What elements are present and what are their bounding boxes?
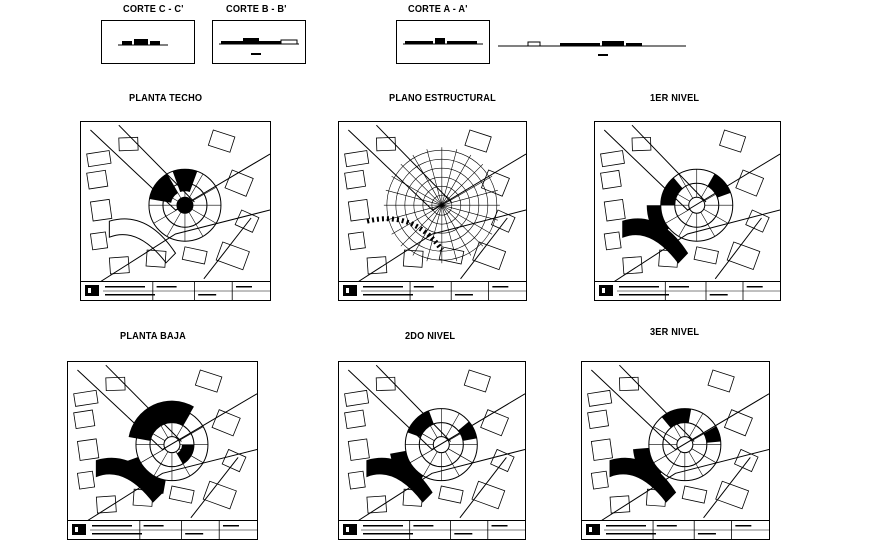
section-a-extended-linework xyxy=(498,41,686,56)
plan-drawing-nivel3 xyxy=(587,364,769,521)
title-block xyxy=(68,520,257,539)
section-drawing-a xyxy=(396,20,490,64)
title-block-linework xyxy=(586,521,769,539)
plan-title-nivel3: 3ER NIVEL xyxy=(650,327,700,338)
plan-drawing-baja xyxy=(73,364,257,521)
plan-sheet-estructural xyxy=(338,121,527,301)
title-block-linework xyxy=(343,282,526,300)
plan-title-nivel1: 1ER NIVEL xyxy=(650,93,700,104)
plan-linework xyxy=(86,124,270,282)
title-block xyxy=(339,281,526,300)
title-block-linework xyxy=(599,282,780,300)
plan-drawing-nivel1 xyxy=(600,124,780,282)
plan-linework xyxy=(344,124,526,282)
title-block xyxy=(339,520,525,539)
plan-linework xyxy=(600,124,780,282)
plan-sheet-techo xyxy=(80,121,271,301)
plan-sheet-nivel2 xyxy=(338,361,526,540)
plan-drawing-nivel2 xyxy=(344,364,525,521)
section-drawing-c xyxy=(101,20,195,64)
plan-sheet-baja xyxy=(67,361,258,540)
plan-drawing-techo xyxy=(86,124,270,282)
plan-title-baja: PLANTA BAJA xyxy=(120,331,186,342)
section-b-linework xyxy=(219,38,299,55)
title-block-linework xyxy=(72,521,257,539)
plan-title-estructural: PLANO ESTRUCTURAL xyxy=(389,93,496,104)
section-drawing-b xyxy=(212,20,306,64)
section-title-b: CORTE B - B' xyxy=(226,4,287,15)
plan-sheet-nivel1 xyxy=(594,121,781,301)
plan-sheet-nivel3 xyxy=(581,361,770,540)
plan-drawing-estructural xyxy=(344,124,526,282)
plan-linework xyxy=(344,364,525,521)
title-block xyxy=(595,281,780,300)
plan-linework xyxy=(73,364,257,521)
title-block xyxy=(582,520,769,539)
section-a-linework xyxy=(403,38,483,45)
section-title-c: CORTE C - C' xyxy=(123,4,184,15)
title-block-linework xyxy=(85,282,270,300)
section-title-a: CORTE A - A' xyxy=(408,4,468,15)
plan-linework xyxy=(587,364,769,521)
title-block xyxy=(81,281,270,300)
plan-title-nivel2: 2DO NIVEL xyxy=(405,331,456,342)
title-block-linework xyxy=(343,521,525,539)
section-c-linework xyxy=(118,39,168,46)
plan-title-techo: PLANTA TECHO xyxy=(129,93,203,104)
